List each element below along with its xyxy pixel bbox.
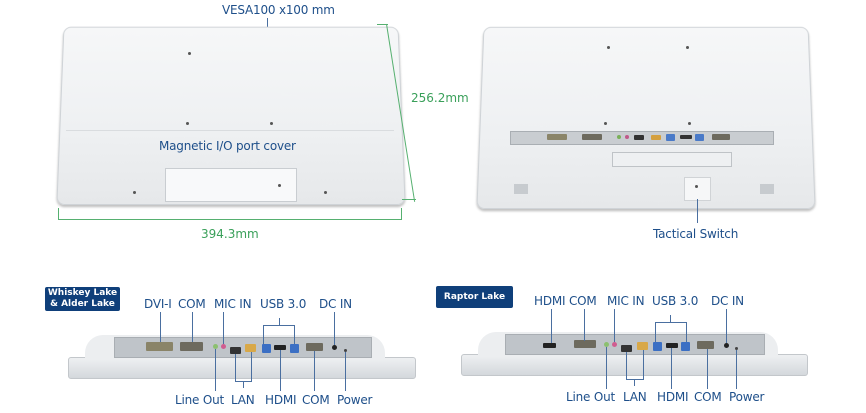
tactical-switch-housing [684, 177, 711, 201]
com-port [574, 340, 596, 348]
mic-in-jack [221, 344, 226, 349]
width-dimension-line [58, 219, 401, 220]
label-usb-3: USB 3.0 [260, 297, 306, 311]
com-port [180, 342, 203, 351]
com-port-2 [306, 343, 323, 351]
label-com-top: COM [569, 294, 597, 308]
label-dc-in: DC IN [319, 297, 352, 311]
cover-divider [66, 130, 394, 131]
label-mic-in: MIC IN [607, 294, 644, 308]
usb-port-1 [653, 342, 662, 351]
height-dimension: 256.2mm [411, 91, 469, 105]
hdmi-port-2 [666, 343, 678, 348]
dc-in-jack [724, 343, 729, 348]
platform-badge: Raptor Lake [436, 286, 513, 308]
dc-in-jack [332, 345, 337, 350]
label-mic-in: MIC IN [214, 297, 251, 311]
label-hdmi-bottom: HDMI [265, 393, 296, 407]
device-bezel [68, 357, 416, 379]
usb-port-1 [262, 344, 271, 353]
label-hdmi-top: HDMI [534, 294, 565, 308]
com-port-2 [697, 341, 714, 349]
label-line-out: Line Out [175, 393, 224, 407]
label-dvi-i: DVI-I [144, 297, 172, 311]
label-lan: LAN [231, 393, 255, 407]
label-com-top: COM [178, 297, 206, 311]
cover-label: Magnetic I/O port cover [159, 139, 296, 153]
label-com-bottom: COM [302, 393, 330, 407]
label-com-bottom: COM [694, 390, 722, 404]
dvi-i-port [146, 342, 173, 351]
switch-leader-line [697, 199, 698, 223]
platform-badge: Whiskey Lake & Alder Lake [45, 287, 120, 311]
label-usb-3: USB 3.0 [652, 294, 698, 308]
usb-port-2 [681, 342, 690, 351]
usb-port-2 [290, 344, 299, 353]
lan-port-1 [230, 347, 241, 354]
lan-port-2 [637, 342, 648, 350]
tactical-switch-label: Tactical Switch [653, 227, 738, 241]
port-legend-plate [612, 152, 732, 167]
vesa-label: VESA100 x100 mm [222, 3, 335, 17]
label-lan: LAN [623, 390, 647, 404]
mic-in-jack [612, 342, 617, 347]
width-dimension: 394.3mm [201, 227, 259, 241]
label-line-out: Line Out [566, 390, 615, 404]
label-dc-in: DC IN [711, 294, 744, 308]
lan-port-1 [621, 345, 632, 352]
device-bezel [461, 354, 808, 376]
panel-back-open-image [476, 27, 815, 209]
hdmi-port-1 [543, 343, 556, 348]
lan-port-2 [245, 344, 256, 352]
mount-plate-right [760, 184, 774, 194]
label-power: Power [337, 393, 372, 407]
label-power: Power [729, 390, 764, 404]
mount-plate-left [514, 184, 528, 194]
label-hdmi-bottom: HDMI [657, 390, 688, 404]
